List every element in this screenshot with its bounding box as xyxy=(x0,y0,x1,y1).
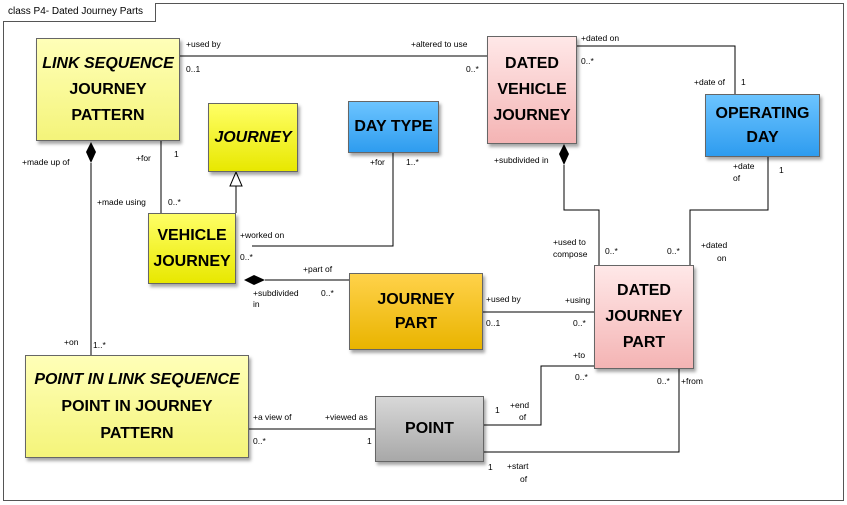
class-link-sequence-journey-pattern[interactable]: LINK SEQUENCE JOURNEY PATTERN xyxy=(36,38,180,141)
multiplicity-label: 0..* xyxy=(253,436,266,446)
class-name-line: JOURNEY xyxy=(377,290,455,308)
role-label: +start xyxy=(507,461,529,471)
multiplicity-label: 0..1 xyxy=(486,318,501,328)
role-label: +from xyxy=(681,376,703,386)
class-name-line: POINT xyxy=(405,420,454,437)
class-name-line: OPERATING xyxy=(715,104,810,122)
multiplicity-label: 0..* xyxy=(240,252,253,262)
role-label: +worked on xyxy=(240,230,285,240)
class-vehicle-journey[interactable]: VEHICLE JOURNEY xyxy=(148,213,236,284)
class-name-line: PATTERN xyxy=(71,106,145,124)
generalization-triangle xyxy=(229,170,243,187)
role-label: +end xyxy=(510,400,530,410)
stereotype-label: POINT IN LINK SEQUENCE xyxy=(34,371,240,388)
multiplicity-label: 0..* xyxy=(581,56,594,66)
class-dated-vehicle-journey[interactable]: DATED VEHICLE JOURNEY xyxy=(487,36,577,144)
role-label: +to xyxy=(573,350,586,360)
multiplicity-label: 1 xyxy=(174,149,179,159)
connector-day-type xyxy=(252,153,394,247)
role-label: +viewed as xyxy=(325,412,368,422)
class-point[interactable]: POINT xyxy=(375,396,484,462)
connector-dated-on xyxy=(577,45,736,94)
multiplicity-label: 0..* xyxy=(605,246,618,256)
multiplicity-label: 0..* xyxy=(575,372,588,382)
diagram-title: class P4- Dated Journey Parts xyxy=(3,3,157,22)
composition-diamond-vehicle-journey xyxy=(244,275,265,285)
role-label: +made using xyxy=(97,197,146,207)
class-name-line: JOURNEY xyxy=(214,128,292,146)
class-journey-part[interactable]: JOURNEY PART xyxy=(349,273,483,350)
class-name-line: POINT IN JOURNEY xyxy=(61,398,213,415)
role-label: on xyxy=(717,253,727,263)
multiplicity-label: 0..* xyxy=(168,197,181,207)
class-name-line: DATED xyxy=(617,282,671,299)
role-label: +for xyxy=(136,153,151,163)
connector-start-of xyxy=(484,369,680,453)
role-label: of xyxy=(519,412,527,422)
composition-diamond-pattern xyxy=(86,142,96,163)
role-label: +for xyxy=(370,157,385,167)
role-label: +dated xyxy=(701,240,728,250)
connector-dated-on-2 xyxy=(689,157,769,265)
class-name-line: VEHICLE xyxy=(497,81,567,98)
class-day-type[interactable]: DAY TYPE xyxy=(348,101,439,153)
class-name-line: PATTERN xyxy=(100,425,174,442)
class-dated-journey-part[interactable]: DATED JOURNEY PART xyxy=(594,265,694,369)
role-label: +altered to use xyxy=(411,39,468,49)
role-label: +date of xyxy=(694,77,725,87)
multiplicity-label: 0..1 xyxy=(186,64,201,74)
role-label: compose xyxy=(553,249,588,259)
class-operating-day[interactable]: OPERATING DAY xyxy=(705,94,820,157)
role-label: +used by xyxy=(486,294,521,304)
multiplicity-label: 1..* xyxy=(93,340,106,350)
multiplicity-label: 1 xyxy=(779,165,784,175)
role-label: +subdivided in xyxy=(494,155,549,165)
multiplicity-label: 0..* xyxy=(321,288,334,298)
class-name-line: DATED xyxy=(505,55,559,72)
diagram-frame xyxy=(3,3,844,501)
class-journey[interactable]: JOURNEY xyxy=(208,103,298,172)
multiplicity-label: 0..* xyxy=(657,376,670,386)
class-name-line: JOURNEY xyxy=(69,80,147,98)
class-name-line: JOURNEY xyxy=(605,308,683,325)
class-name-line: PART xyxy=(394,314,438,332)
role-label: of xyxy=(520,474,528,484)
connector-end-of xyxy=(484,365,594,426)
connector-subdivided xyxy=(563,165,600,265)
class-name-line: PART xyxy=(622,334,666,351)
multiplicity-label: 0..* xyxy=(573,318,586,328)
role-label: +subdivided xyxy=(253,288,299,298)
multiplicity-label: 0..* xyxy=(466,64,479,74)
composition-diamond-dated-vj xyxy=(559,144,569,165)
multiplicity-label: 0..* xyxy=(667,246,680,256)
role-label: of xyxy=(733,173,741,183)
role-label: +dated on xyxy=(581,33,620,43)
multiplicity-label: 1 xyxy=(488,462,493,472)
class-name-line: JOURNEY xyxy=(153,252,231,270)
role-label: in xyxy=(253,299,260,309)
role-label: +used to xyxy=(553,237,586,247)
class-name-line: JOURNEY xyxy=(493,107,571,124)
multiplicity-label: 1 xyxy=(741,77,746,87)
role-label: +a view of xyxy=(253,412,292,422)
multiplicity-label: 1..* xyxy=(406,157,419,167)
class-point-in-link-sequence[interactable]: POINT IN LINK SEQUENCE POINT IN JOURNEY … xyxy=(25,355,249,458)
role-label: +made up of xyxy=(22,157,70,167)
role-label: +using xyxy=(565,295,591,305)
role-label: +date xyxy=(733,161,755,171)
role-label: +used by xyxy=(186,39,221,49)
role-label: +on xyxy=(64,337,79,347)
role-label: +part of xyxy=(303,264,333,274)
class-name-line: DAY TYPE xyxy=(354,118,433,135)
class-name-line: DAY xyxy=(746,128,779,146)
multiplicity-label: 1 xyxy=(495,405,500,415)
class-name-line: VEHICLE xyxy=(157,226,227,244)
stereotype-label: LINK SEQUENCE xyxy=(42,54,174,72)
multiplicity-label: 1 xyxy=(367,436,372,446)
